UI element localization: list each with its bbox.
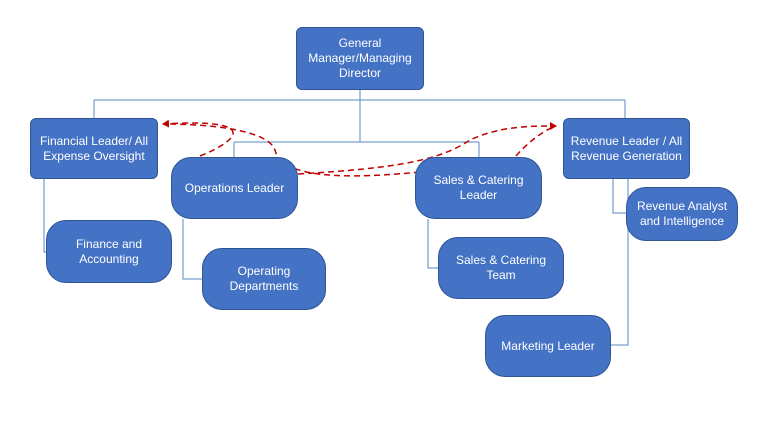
dashed-arrow-sales-to-financial (163, 123, 421, 177)
node-label: Finance and Accounting (75, 236, 143, 266)
node-general-manager: General Manager/Managing Director (296, 27, 424, 90)
dashed-arrow-sales-to-revenue (515, 125, 557, 157)
node-financial-leader: Financial Leader/ All Expense Oversight (30, 118, 158, 179)
node-sales-catering-leader: Sales & Catering Leader (415, 157, 542, 219)
node-label: Marketing Leader (501, 338, 595, 353)
connector-ops-departments (182, 219, 202, 280)
node-operations-leader: Operations Leader (171, 157, 298, 219)
node-sales-catering-team: Sales & Catering Team (438, 237, 564, 299)
connector-rev-analyst (612, 179, 626, 214)
connector-sales-team (427, 219, 438, 269)
connector-fin-finance (43, 179, 46, 253)
node-label: Revenue Analyst and Intelligence (636, 199, 728, 228)
node-marketing-leader: Marketing Leader (485, 315, 611, 377)
node-label: Revenue Leader / All Revenue Generation (570, 133, 683, 163)
node-label: Operations Leader (184, 180, 285, 195)
node-revenue-leader: Revenue Leader / All Revenue Generation (563, 118, 690, 179)
node-label: Sales & Catering Team (455, 253, 547, 282)
node-label: General Manager/Managing Director (308, 36, 412, 80)
node-operating-departments: Operating Departments (202, 248, 326, 310)
node-revenue-analyst: Revenue Analyst and Intelligence (626, 187, 738, 241)
node-label: Sales & Catering Leader (433, 173, 524, 202)
node-label: Financial Leader/ All Expense Oversight (39, 133, 149, 163)
node-label: Operating Departments (229, 264, 299, 293)
dashed-arrow-ops-to-revenue (297, 122, 557, 175)
dashed-arrow-ops-to-financial (162, 119, 234, 157)
node-finance-accounting: Finance and Accounting (46, 220, 172, 283)
